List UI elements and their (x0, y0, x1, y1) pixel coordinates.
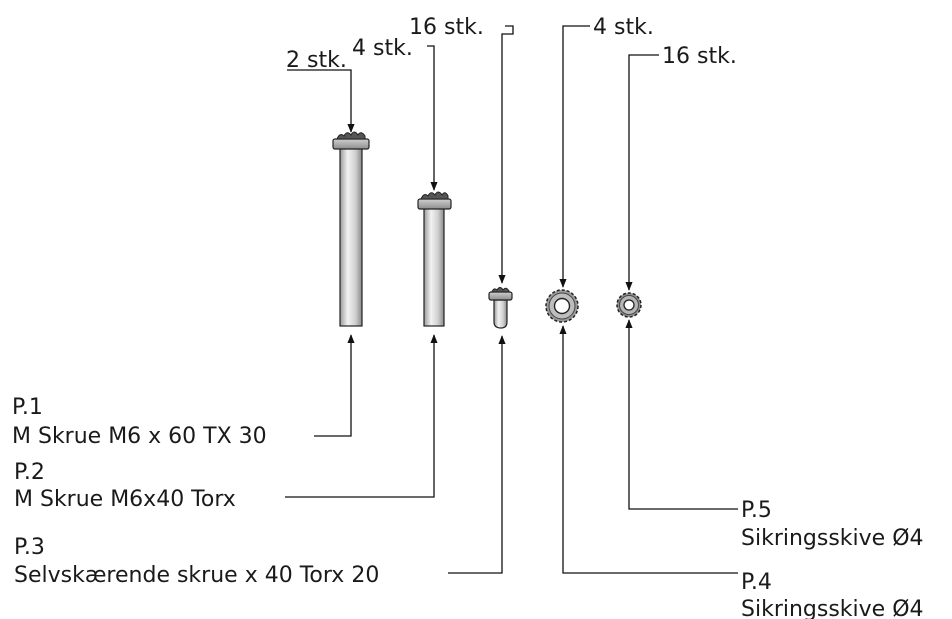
screw-p1-drawing (332, 131, 370, 327)
part-id-p2: P.2 (14, 460, 45, 485)
qty-label-p4: 4 stk. (593, 15, 654, 40)
qty-label-p3: 16 stk. (409, 15, 484, 40)
qty-leader-p3 (498, 25, 514, 284)
qty-label-p1: 2 stk. (286, 48, 347, 73)
part-desc-p1: M Skrue M6 x 60 TX 30 (12, 424, 267, 449)
part-desc-p5: Sikringsskive Ø4 (741, 526, 924, 551)
qty-label-p5: 16 stk. (662, 44, 737, 69)
part-desc-p2: M Skrue M6x40 Torx (14, 487, 236, 512)
washer-p5-drawing (616, 292, 642, 318)
qty-leader-p2 (427, 45, 438, 191)
qty-label-p2: 4 stk. (352, 36, 413, 61)
part-desc-p4: Sikringsskive Ø4 (741, 597, 924, 619)
part-id-p1: P.1 (12, 395, 43, 420)
washer-p4-drawing (545, 289, 579, 323)
screw-p2-drawing (417, 191, 452, 327)
part-desc-p3: Selvskærende skrue x 40 Torx 20 (14, 563, 379, 588)
qty-leader-p1 (287, 69, 355, 133)
qty-leader-p4 (559, 25, 590, 288)
desc-leader-p1 (314, 334, 355, 437)
desc-leader-p3 (448, 335, 506, 574)
part-id-p5: P.5 (741, 498, 772, 523)
desc-leader-p4 (559, 325, 738, 574)
desc-leader-p2 (285, 334, 438, 498)
screw-p3-drawing (488, 287, 513, 329)
part-id-p4: P.4 (741, 570, 772, 595)
desc-leader-p5 (625, 319, 738, 510)
part-id-p3: P.3 (14, 535, 45, 560)
qty-leader-p5 (625, 54, 659, 291)
